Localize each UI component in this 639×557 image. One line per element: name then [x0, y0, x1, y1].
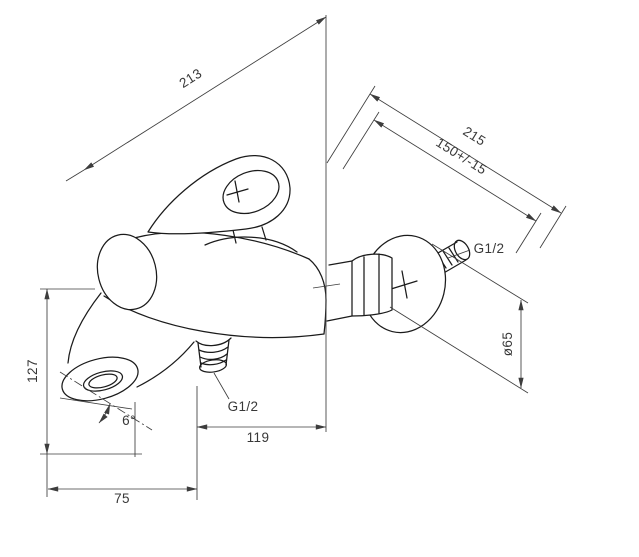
dim-127: 127	[25, 288, 142, 497]
handle-dome	[204, 226, 298, 253]
extension-line	[539, 205, 567, 249]
dim-label-dia65: ø65	[500, 332, 515, 356]
extension-line	[389, 306, 529, 394]
outlet-edge	[225, 339, 230, 366]
dim-label-127: 127	[25, 359, 40, 383]
hex-nut	[326, 253, 393, 322]
dim-75: 75	[47, 486, 198, 506]
spout-axis-centerline	[59, 371, 153, 431]
connector-edge	[326, 315, 353, 322]
dim-label-119: 119	[247, 430, 270, 445]
leader-line	[447, 249, 471, 259]
handle-center-mark	[234, 180, 240, 203]
connector-edge	[328, 260, 353, 266]
dimension-line	[83, 16, 327, 171]
escutcheon-center-mark	[401, 270, 408, 299]
dim-label-213: 213	[177, 66, 205, 91]
handle-outline	[147, 155, 291, 235]
bottom-outlet	[195, 337, 232, 373]
mixer-body	[96, 231, 327, 339]
dim-label-215: 215	[460, 124, 488, 149]
dim-label-75: 75	[114, 491, 130, 506]
valve-center-tick	[312, 283, 341, 289]
outlet-thread-line	[198, 346, 229, 354]
dim-215: 215	[326, 85, 567, 249]
spout-inner-edge	[136, 341, 195, 388]
body-right-contour	[308, 258, 327, 335]
nipple-end-face	[453, 239, 471, 261]
leader-line	[213, 372, 230, 400]
outlet-collar	[195, 337, 232, 347]
neck-edge	[261, 226, 267, 241]
extension-line	[342, 111, 380, 170]
extension-line	[326, 85, 376, 164]
dim-angle-6deg: 6°	[59, 371, 153, 431]
nipple-thread-line	[442, 250, 453, 266]
hex-nut-outline	[351, 253, 393, 317]
extension-line	[515, 212, 542, 254]
thread-label-right: G1/2	[474, 241, 505, 256]
thread-label-bottom: G1/2	[228, 399, 259, 414]
aerator-inner-ring	[88, 373, 118, 389]
handle-cap-face	[222, 169, 280, 215]
outlet-end-face	[198, 359, 228, 373]
thread-callout-right: G1/2	[447, 241, 505, 259]
angle-reference-line	[59, 397, 133, 410]
dim-dia65: ø65	[389, 243, 529, 394]
neck-edge	[232, 229, 237, 244]
dim-label-6deg: 6°	[122, 413, 136, 428]
dome-edge	[204, 236, 298, 253]
spout-outer-edge	[67, 292, 102, 364]
thread-callout-bottom: G1/2	[213, 372, 259, 414]
dimension-line	[373, 119, 537, 222]
spout	[61, 292, 195, 402]
extension-line	[431, 243, 529, 304]
dimension-line-overshoot	[65, 169, 85, 182]
body-top-edge	[133, 231, 310, 260]
aerator-ring	[82, 370, 124, 392]
nipple-thread-line	[448, 247, 459, 263]
body-end-cap	[96, 233, 158, 311]
dim-213: 213	[65, 16, 327, 182]
lever-handle	[147, 155, 291, 235]
faucet-outline	[61, 155, 471, 402]
dim-119: 119	[196, 386, 327, 500]
angle-arc	[98, 403, 111, 424]
outlet-thread-line	[199, 353, 228, 361]
